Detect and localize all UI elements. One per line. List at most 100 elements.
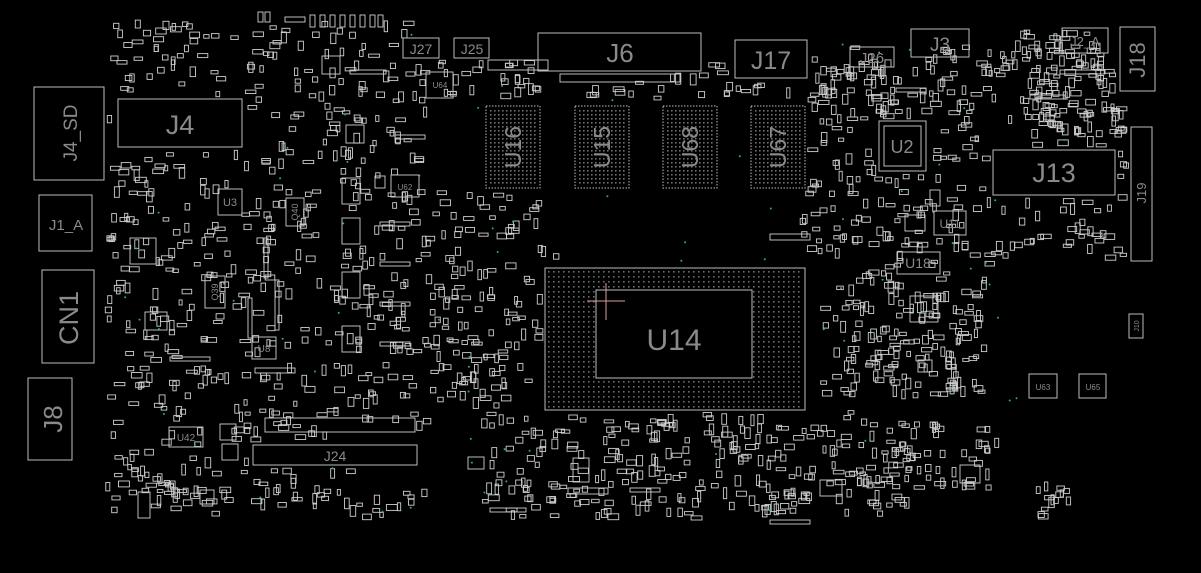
chip-u16[interactable]: U16 [485, 105, 541, 189]
connector-j3[interactable] [910, 28, 970, 58]
passive-component [182, 499, 193, 507]
passive-component [871, 58, 878, 70]
ball-pad [583, 391, 585, 393]
ball-pad [763, 346, 765, 348]
passive-component [910, 428, 917, 440]
ball-pad [763, 154, 765, 156]
connector-j17[interactable] [734, 39, 808, 79]
ball-pad [506, 166, 508, 168]
ball-pad [798, 361, 800, 363]
ball-pad [623, 276, 625, 278]
ball-pad [498, 162, 500, 164]
chip-u15[interactable]: U15 [574, 105, 630, 189]
chip-u11[interactable]: U11 [933, 210, 967, 236]
ball-pad [558, 281, 560, 283]
ball-pad [514, 118, 516, 120]
connector-j19[interactable] [1130, 126, 1153, 262]
ball-pad [671, 162, 673, 164]
passive-component [1109, 83, 1116, 94]
ball-pad [687, 162, 689, 164]
connector-j18[interactable] [1119, 26, 1156, 92]
passive-component [155, 27, 167, 35]
passive-component [374, 225, 380, 235]
connector-cn1[interactable] [41, 269, 95, 364]
ball-pad [798, 381, 800, 383]
chip-u63[interactable]: U63 [1028, 373, 1058, 399]
connector-j2-a[interactable] [1061, 27, 1109, 54]
ball-pad [778, 271, 780, 273]
connector-j24[interactable] [252, 444, 418, 466]
passive-component [716, 470, 723, 479]
via [606, 195, 609, 198]
passive-component [603, 456, 616, 464]
ball-pad [788, 396, 790, 398]
passive-component [532, 319, 539, 328]
ball-pad [788, 346, 790, 348]
ball-pad [603, 276, 605, 278]
transistor-q39[interactable]: Q39 [204, 275, 226, 309]
ball-pad [611, 162, 613, 164]
connector-j25[interactable] [453, 37, 490, 59]
ball-pad [494, 182, 496, 184]
ball-pad [653, 386, 655, 388]
chip-u18[interactable]: U18 [896, 251, 941, 275]
ball-pad [778, 316, 780, 318]
ball-pad [679, 126, 681, 128]
chip-u62[interactable]: U62 [390, 174, 420, 198]
ball-pad [763, 291, 765, 293]
connector-j26[interactable] [849, 46, 895, 68]
connector-j4-sd[interactable] [33, 86, 105, 181]
connector-j1-a[interactable] [38, 194, 93, 252]
chip-u65[interactable]: U65 [1078, 373, 1107, 399]
connector-j4[interactable] [117, 98, 243, 148]
ball-pad [599, 138, 601, 140]
ball-pad [578, 301, 580, 303]
connector-j6[interactable] [537, 32, 702, 72]
transistor-q40[interactable]: Q40 [285, 197, 305, 227]
chip-u2[interactable]: U2 [878, 120, 927, 172]
ball-pad [699, 138, 701, 140]
connector-j27[interactable] [402, 37, 440, 59]
via [680, 259, 683, 262]
ball-pad [778, 356, 780, 358]
chip-u8[interactable]: U8 [251, 336, 277, 360]
ball-pad [603, 130, 605, 132]
chip-u68[interactable]: U68 [662, 105, 718, 189]
chip-u64[interactable]: U64 [425, 71, 454, 99]
connector-j8[interactable] [27, 377, 73, 461]
ball-pad [675, 138, 677, 140]
passive-component [158, 394, 166, 405]
passive-component [106, 237, 114, 242]
ball-pad [530, 162, 532, 164]
ball-pad [707, 134, 709, 136]
ball-pad [607, 146, 609, 148]
ball-pad [558, 376, 560, 378]
ball-pad [514, 174, 516, 176]
ball-pad [703, 138, 705, 140]
passive-component [846, 488, 852, 498]
connector-j13[interactable] [992, 149, 1116, 196]
chip-u67[interactable]: U67 [750, 105, 806, 189]
passive-component [929, 421, 939, 429]
ball-pad [510, 134, 512, 136]
connector-j10[interactable] [1128, 313, 1144, 339]
chip-u3[interactable]: U3 [217, 188, 243, 216]
chip-u42[interactable]: U42 [168, 426, 204, 448]
ball-pad [683, 391, 685, 393]
chip-u14[interactable]: U14 [544, 267, 806, 411]
ball-pad [618, 381, 620, 383]
passive-component [508, 227, 520, 234]
ball-pad [783, 351, 785, 353]
ball-pad [530, 146, 532, 148]
passive-component [1053, 33, 1058, 41]
ball-pad [791, 166, 793, 168]
ball-pad [591, 154, 593, 156]
passive-component [333, 363, 340, 369]
passive-component [407, 494, 415, 500]
ball-pad [773, 346, 775, 348]
passive-component [631, 427, 640, 433]
ball-pad [498, 130, 500, 132]
ball-pad [613, 381, 615, 383]
ball-pad [599, 150, 601, 152]
